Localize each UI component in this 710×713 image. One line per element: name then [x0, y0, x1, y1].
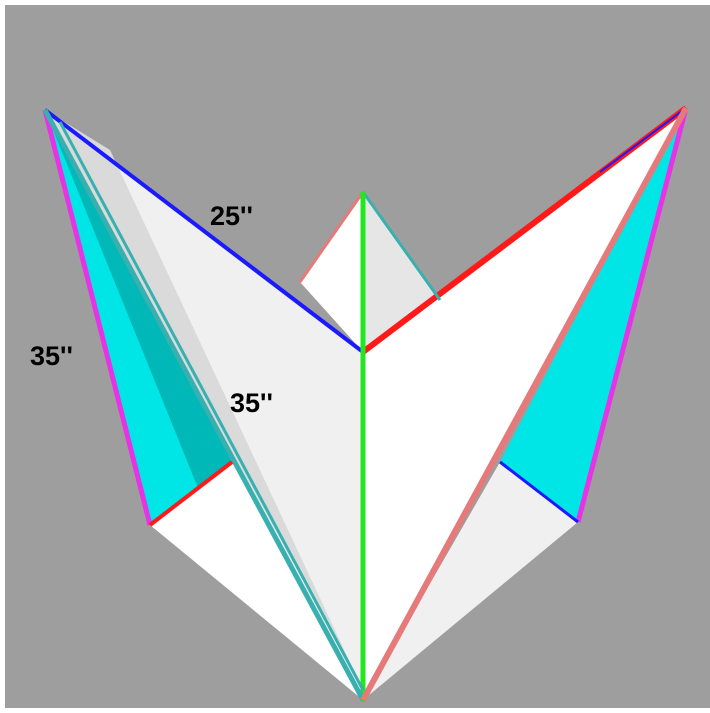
- right-inner-edge: [360, 106, 689, 702]
- bottom-left-flap: [150, 462, 363, 700]
- left-top-edge-25: [43, 108, 365, 354]
- back-peak-right-edge: [361, 191, 442, 301]
- bottom-right-flap: [363, 462, 578, 700]
- right-cyan-face: [500, 108, 686, 522]
- outer-edge-length-label: 35'': [30, 341, 73, 371]
- inner-edge-length-label: 35'': [230, 388, 273, 418]
- right-outer-edge: [575, 107, 689, 523]
- left-bottom-crease: [148, 460, 234, 527]
- back-peak-left-face: [300, 192, 363, 352]
- left-inner-edge-35: [42, 108, 366, 702]
- left-cyan-shadow: [45, 110, 232, 488]
- left-inner-edge-second: [58, 121, 365, 691]
- right-bottom-crease: [499, 460, 579, 524]
- top-edge-length-label: 25'': [210, 201, 253, 231]
- back-peak-left-edge: [298, 191, 365, 283]
- right-top-edge-blue-trim: [599, 107, 687, 173]
- left-outer-edge-35: [42, 109, 153, 526]
